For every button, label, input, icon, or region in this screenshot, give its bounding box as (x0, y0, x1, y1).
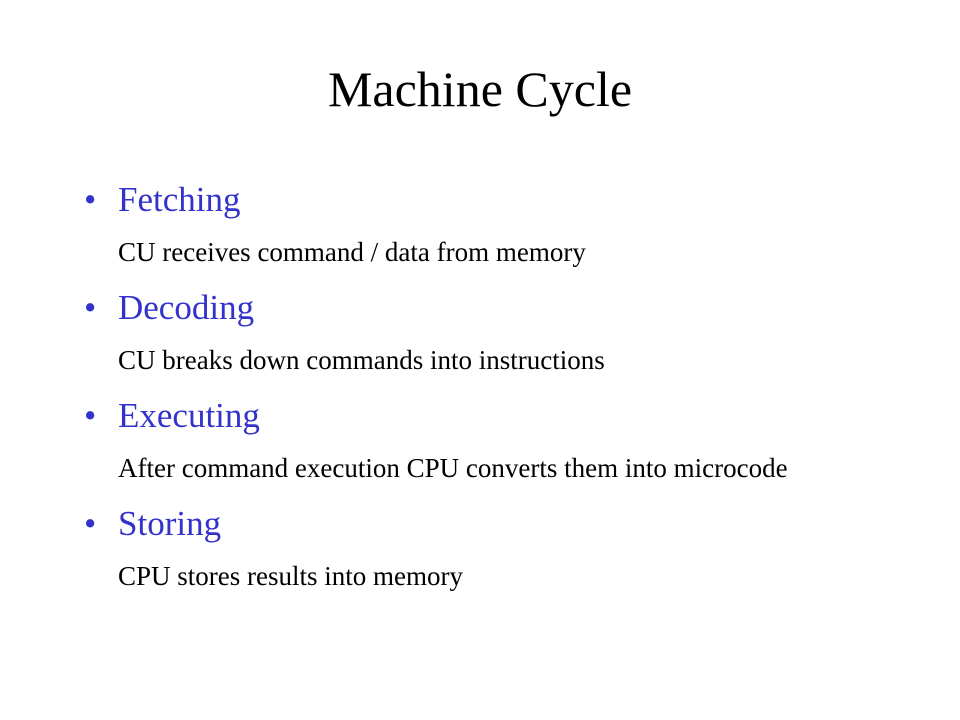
item-description: CU receives command / data from memory (118, 237, 586, 267)
item-heading-executing: Executing (118, 396, 260, 435)
bullet-icon: • (84, 504, 97, 543)
item-description: CPU stores results into memory (118, 561, 463, 591)
item-heading-decoding: Decoding (118, 288, 255, 327)
bullet-list: • Fetching CU receives command / data fr… (84, 172, 904, 604)
item-description: After command execution CPU converts the… (118, 453, 788, 483)
list-item: • Fetching CU receives command / data fr… (84, 172, 904, 280)
item-heading-fetching: Fetching (118, 180, 241, 219)
item-heading-row: • Executing (84, 388, 904, 444)
bullet-icon: • (84, 180, 97, 219)
item-heading-row: • Decoding (84, 280, 904, 336)
bullet-icon: • (84, 396, 97, 435)
list-item: • Executing After command execution CPU … (84, 388, 904, 496)
item-heading-storing: Storing (118, 504, 222, 543)
list-item: • Decoding CU breaks down commands into … (84, 280, 904, 388)
item-heading-row: • Storing (84, 496, 904, 552)
slide-title: Machine Cycle (327, 61, 633, 117)
bullet-icon: • (84, 288, 97, 327)
item-description: CU breaks down commands into instruction… (118, 345, 605, 375)
list-item: • Storing CPU stores results into memory (84, 496, 904, 604)
item-heading-row: • Fetching (84, 172, 904, 228)
